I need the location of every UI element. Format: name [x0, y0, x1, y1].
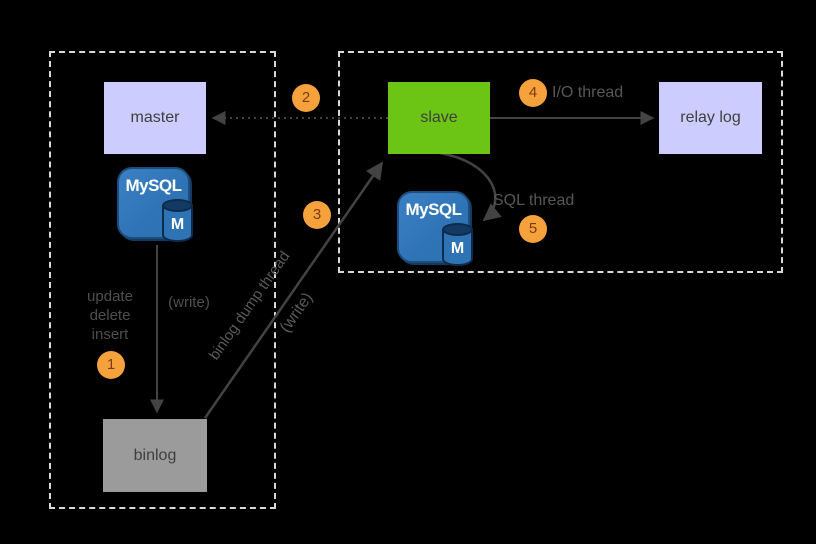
cylinder-letter: M [170, 216, 185, 233]
step-badge-2: 2 [292, 84, 320, 112]
step-badge-3: 3 [303, 201, 331, 229]
mysql-database-icon: MySQL M [117, 167, 195, 245]
slave-group-box [338, 51, 783, 273]
relay-log-node-label: relay log [680, 109, 741, 126]
write-label-master: (write) [168, 294, 210, 311]
slave-node-label: slave [420, 109, 458, 126]
binlog-node-label: binlog [133, 446, 177, 464]
relay-log-node: relay log [659, 82, 762, 154]
step-badge-1: 1 [97, 351, 125, 379]
mysql-brand-text: MySQL [405, 200, 462, 219]
database-cylinder-icon: M [442, 223, 473, 266]
database-cylinder-icon: M [162, 199, 193, 242]
cylinder-letter: M [450, 240, 465, 257]
sql-thread-label: SQL thread [493, 192, 575, 209]
slave-node: slave [388, 82, 490, 154]
step-badge-4: 4 [519, 79, 547, 107]
master-node-label: master [130, 109, 180, 126]
update-delete-insert-label: update delete insert [87, 288, 133, 343]
binlog-node: binlog [103, 419, 207, 492]
master-node: master [104, 82, 206, 154]
mysql-brand-text: MySQL [125, 176, 182, 195]
io-thread-label: I/O thread [552, 84, 624, 101]
mysql-database-icon: MySQL M [397, 191, 475, 269]
step-badge-5: 5 [519, 215, 547, 243]
